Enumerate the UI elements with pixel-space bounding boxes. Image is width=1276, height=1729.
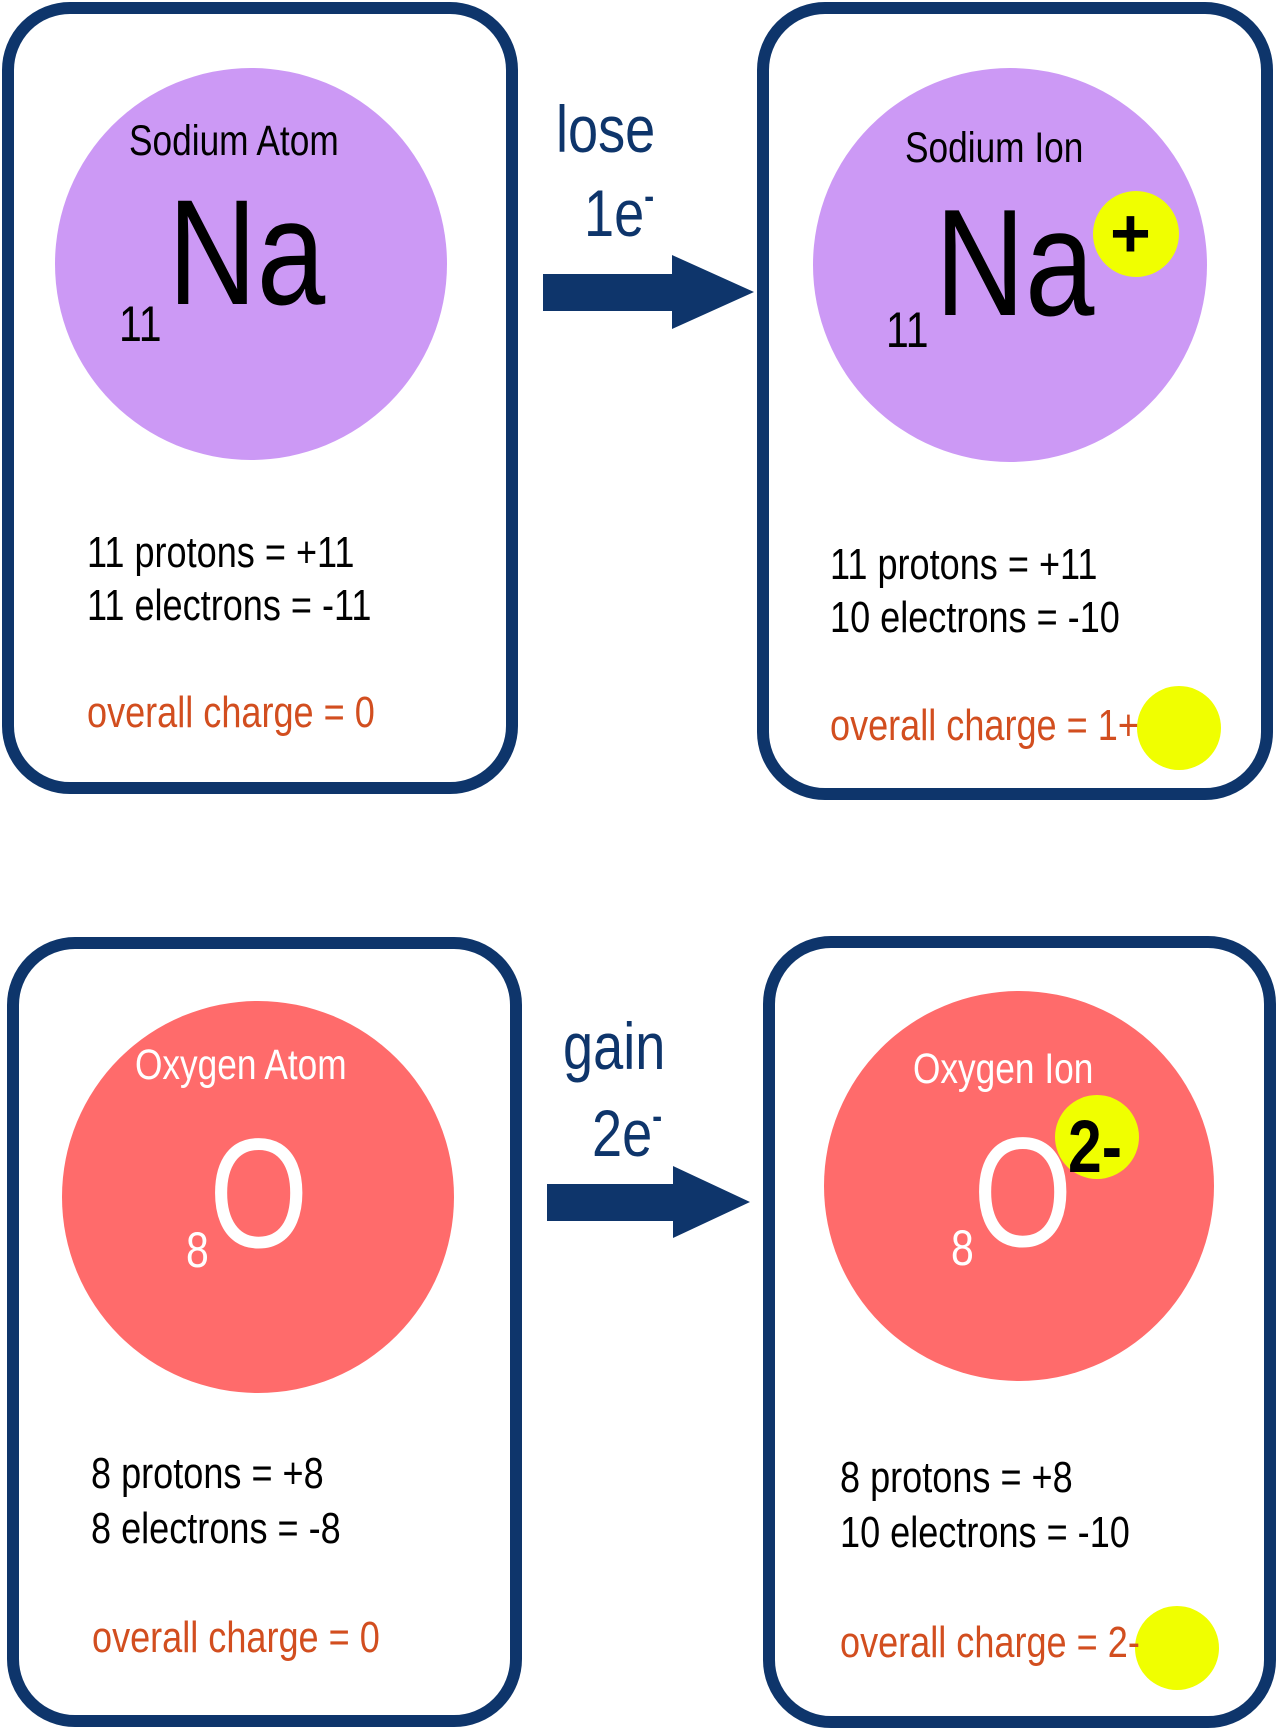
sodium-atom-symbol: Na: [168, 168, 326, 336]
oxygen-ion-charge-badge: [1055, 1095, 1139, 1179]
sodium-ion-charge-sign: +: [1110, 194, 1151, 272]
gain-electron-count: 2e-: [592, 1095, 663, 1167]
sodium-ion-title: Sodium Ion: [905, 124, 1084, 172]
oxygen-ion-charge-label: overall charge =: [840, 1618, 1108, 1667]
electron-minus-superscript: -: [644, 175, 655, 216]
oxygen-ion-charge-value: 2-: [1107, 1618, 1140, 1667]
gain-label: gain: [563, 1009, 666, 1083]
oxygen-ion-protons: 8 protons = +8: [840, 1453, 1073, 1502]
oxygen-atom-overall-charge: overall charge = 0: [92, 1616, 380, 1660]
sodium-atom-charge-label: overall charge =: [87, 688, 355, 737]
lose-electron-count: 1e-: [584, 175, 655, 247]
sodium-atom-circle: [55, 68, 447, 460]
sodium-atom-overall-charge: overall charge = 0: [87, 691, 375, 735]
lose-label: lose: [556, 92, 656, 166]
sodium-ion-overall-charge: overall charge = 1+: [830, 704, 1139, 748]
oxygen-atom-circle: [62, 1001, 454, 1393]
sodium-ion-circle: [813, 68, 1207, 462]
sodium-atom-charge-value: 0: [354, 688, 375, 737]
lose-electron-arrow-icon: [543, 255, 754, 329]
oxygen-ion-circle: [824, 991, 1214, 1381]
sodium-atom-protons: 11 protons = +11: [87, 528, 355, 577]
oxygen-ion-atomic-number: 8: [951, 1220, 974, 1276]
gain-electron-count-text: 2e: [592, 1096, 653, 1170]
oxygen-ion-symbol: O: [973, 1106, 1073, 1280]
sodium-atom-atomic-number: 11: [119, 296, 162, 352]
oxygen-atom-charge-value: 0: [359, 1613, 380, 1662]
sodium-ion-protons: 11 protons = +11: [830, 540, 1098, 589]
sodium-ion-charge-label: overall charge =: [830, 701, 1098, 750]
oxygen-ion-electrons: 10 electrons = -10: [840, 1508, 1130, 1557]
oxygen-atom-title: Oxygen Atom: [135, 1041, 347, 1089]
oxygen-atom-symbol: O: [209, 1107, 309, 1281]
sodium-ion-electrons: 10 electrons = -10: [830, 593, 1120, 642]
oxygen-ion-overall-charge: overall charge = 2-: [840, 1621, 1140, 1665]
sodium-ion-charge-badge: [1093, 191, 1179, 277]
sodium-atom-title: Sodium Atom: [129, 117, 339, 165]
electron-minus-superscript: -: [652, 1095, 663, 1136]
oxygen-ion-charge-sign: 2-: [1068, 1105, 1122, 1188]
oxygen-ion-title: Oxygen Ion: [913, 1045, 1094, 1093]
oxygen-ion-overall-charge-highlight: [1135, 1606, 1219, 1690]
sodium-atom-electrons: 11 electrons = -11: [87, 581, 372, 630]
sodium-ion-charge-value: 1+: [1097, 701, 1139, 750]
oxygen-atom-protons: 8 protons = +8: [91, 1449, 324, 1498]
oxygen-atom-charge-label: overall charge =: [92, 1613, 360, 1662]
oxygen-atom-atomic-number: 8: [186, 1222, 209, 1278]
sodium-ion-overall-charge-highlight: [1137, 686, 1221, 770]
sodium-ion-symbol: Na: [935, 178, 1095, 348]
gain-electron-arrow-icon: [547, 1166, 750, 1238]
lose-electron-count-text: 1e: [584, 176, 645, 250]
oxygen-atom-electrons: 8 electrons = -8: [91, 1504, 341, 1553]
sodium-ion-atomic-number: 11: [886, 302, 929, 358]
